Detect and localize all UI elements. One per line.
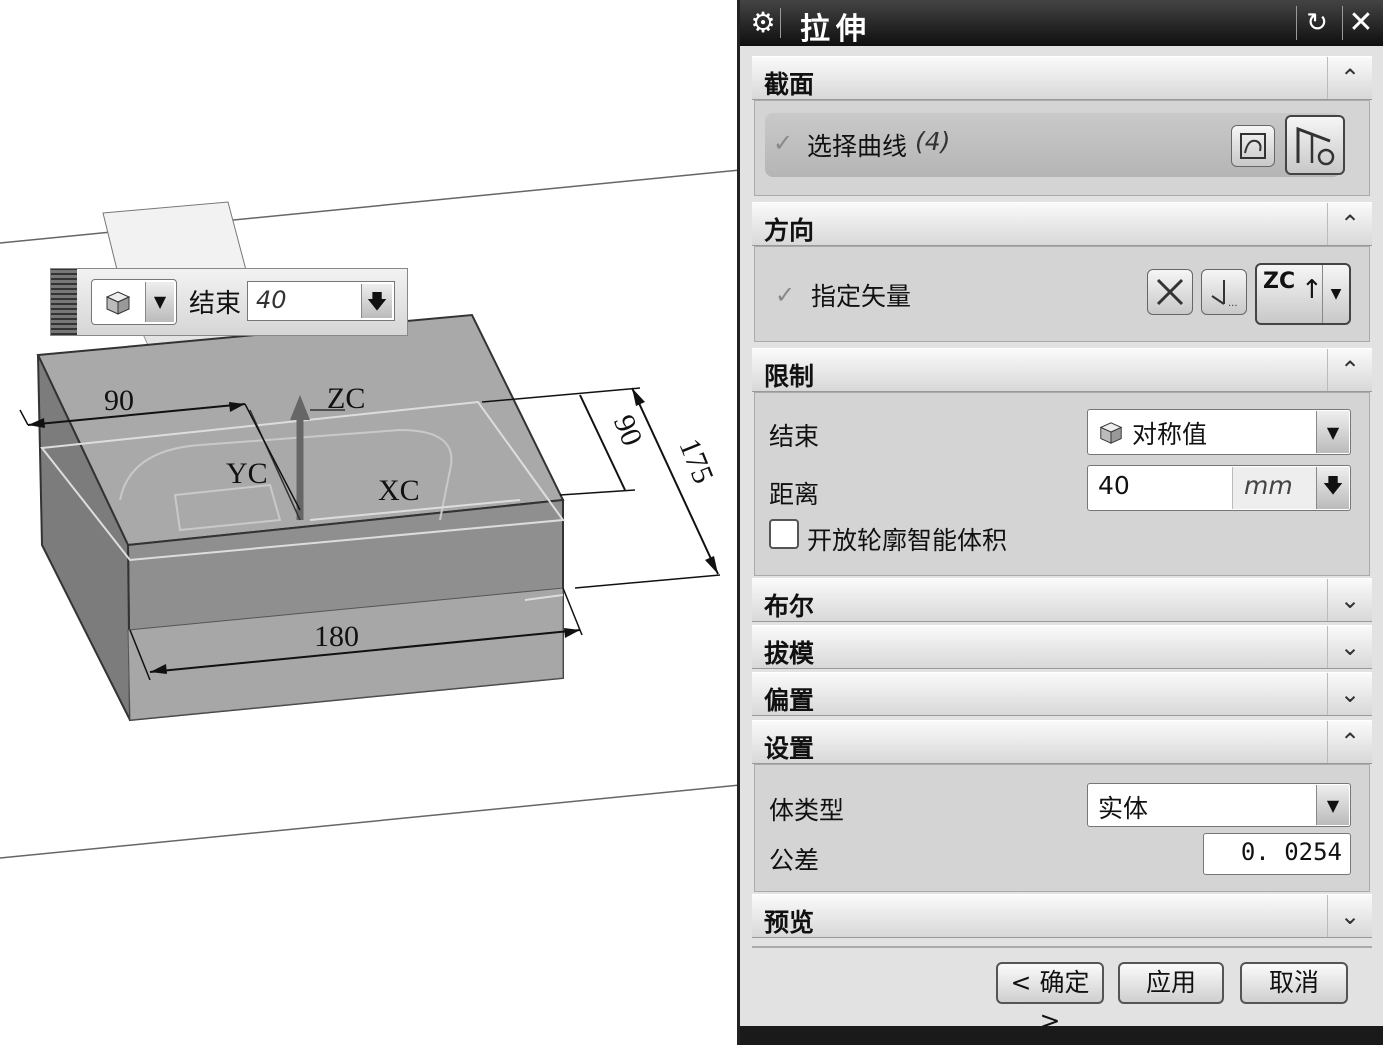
draft-label: 拔模: [764, 639, 815, 668]
chevron-down-icon[interactable]: ⌄: [1327, 673, 1372, 715]
end-type-dropdown[interactable]: ▼: [91, 279, 177, 325]
mini-end-value: 40: [256, 286, 287, 314]
distance-label: 距离: [769, 480, 820, 509]
dim-180: 180: [314, 620, 359, 653]
gear-icon[interactable]: ⚙: [746, 8, 781, 38]
select-curve-row[interactable]: ✓ 选择曲线 (4): [765, 113, 1345, 177]
cube-icon: [105, 291, 131, 315]
dim-90-right: 90: [607, 410, 649, 450]
chevron-up-icon[interactable]: ⌃: [1327, 349, 1372, 391]
dialog-title: 拉伸: [800, 12, 872, 47]
chevron-up-icon[interactable]: ⌃: [1327, 721, 1372, 763]
screen-input-toolbar: ▼ 结束 40 🡇: [50, 268, 408, 336]
section-header-boolean[interactable]: 布尔 ⌄: [752, 578, 1372, 622]
direction-label: 方向: [764, 216, 815, 245]
chevron-down-icon[interactable]: ▼: [1316, 785, 1349, 825]
chevron-down-icon[interactable]: ⌄: [1327, 626, 1372, 668]
axis-xc-label: XC: [378, 474, 420, 507]
select-curve-count: (4): [915, 127, 951, 156]
boolean-label: 布尔: [764, 592, 815, 621]
section-label: 截面: [764, 70, 815, 99]
section-header-settings[interactable]: 设置 ⌃: [752, 720, 1372, 764]
value-menu-button[interactable]: 🡇: [1316, 467, 1349, 509]
section-header-offset[interactable]: 偏置 ⌄: [752, 672, 1372, 716]
dim-90-top: 90: [104, 384, 134, 417]
checkmark-icon: ✓: [773, 129, 794, 157]
settings-body: 体类型 实体 ▼ 公差 0. 0254: [754, 764, 1370, 892]
body-type-select[interactable]: 实体 ▼: [1087, 783, 1351, 827]
distance-value: 40: [1098, 471, 1130, 500]
vector-dialog-icon[interactable]: ...: [1201, 269, 1247, 315]
reverse-direction-icon[interactable]: [1147, 269, 1193, 315]
end-type-value: 对称值: [1132, 420, 1208, 449]
drag-handle[interactable]: [51, 269, 77, 335]
section-header-preview[interactable]: 预览 ⌄: [752, 894, 1372, 938]
chevron-up-icon[interactable]: ⌃: [1327, 57, 1372, 99]
cube-icon: [1099, 422, 1123, 444]
apply-button[interactable]: 应用: [1118, 962, 1224, 1004]
dim-175: 175: [673, 434, 720, 488]
chevron-down-icon[interactable]: ▼: [145, 282, 174, 322]
mini-end-label: 结束: [189, 289, 242, 319]
tolerance-input[interactable]: 0. 0254: [1203, 833, 1351, 875]
vector-type-value: ZC: [1263, 269, 1296, 294]
chevron-down-icon[interactable]: ▼: [1322, 265, 1349, 323]
open-profile-label: 开放轮廓智能体积: [807, 526, 1008, 555]
chevron-up-icon[interactable]: ⌃: [1327, 203, 1372, 245]
chevron-down-icon[interactable]: ⌄: [1327, 895, 1372, 937]
section-header-direction[interactable]: 方向 ⌃: [752, 202, 1372, 246]
open-profile-checkbox[interactable]: [769, 519, 799, 549]
specify-vector-label: 指定矢量: [811, 282, 912, 311]
sketch-icon[interactable]: [1285, 115, 1345, 175]
ok-button[interactable]: < 确定 >: [996, 962, 1104, 1035]
section-header-draft[interactable]: 拔模 ⌄: [752, 625, 1372, 669]
distance-unit: mm: [1244, 471, 1293, 500]
mini-end-value-input[interactable]: 40 🡇: [247, 281, 395, 321]
axis-zc-label: ZC: [327, 382, 365, 415]
cancel-button[interactable]: 取消: [1240, 962, 1348, 1004]
offset-label: 偏置: [764, 686, 815, 715]
tolerance-label: 公差: [769, 846, 820, 875]
body-type-label: 体类型: [769, 796, 845, 825]
limits-label: 限制: [764, 362, 815, 391]
vector-type-dropdown[interactable]: ZC ↑ ▼: [1255, 263, 1351, 325]
model-view: 90 90 175 180 ZC YC XC: [0, 169, 740, 859]
section-body: ✓ 选择曲线 (4): [754, 100, 1370, 196]
checkmark-icon: ✓: [775, 281, 796, 309]
distance-input[interactable]: 40 mm 🡇: [1087, 465, 1351, 511]
extrude-dialog: ⚙ 拉伸 ↻ ✕ 截面 ⌃ ✓ 选择曲线 (4) 方向 ⌃ ✓ 指定矢量: [737, 0, 1383, 1045]
end-type-select[interactable]: 对称值 ▼: [1087, 409, 1351, 455]
curve-select-icon[interactable]: [1231, 125, 1275, 167]
reset-icon[interactable]: ↻: [1296, 6, 1337, 40]
svg-text:...: ...: [1228, 298, 1238, 309]
body-type-value: 实体: [1098, 794, 1149, 823]
close-icon[interactable]: ✕: [1342, 6, 1379, 40]
select-curve-label: 选择曲线: [807, 132, 908, 161]
direction-body: ✓ 指定矢量 ... ZC ↑ ▼: [754, 246, 1370, 342]
chevron-down-icon[interactable]: ▼: [1316, 411, 1349, 453]
section-header-section[interactable]: 截面 ⌃: [752, 56, 1372, 100]
axis-yc-label: YC: [226, 457, 268, 490]
preview-label: 预览: [764, 908, 815, 937]
settings-label: 设置: [764, 734, 815, 763]
dialog-titlebar[interactable]: ⚙ 拉伸 ↻ ✕: [740, 0, 1383, 47]
graphics-viewport[interactable]: 90 90 175 180 ZC YC XC ▼ 结束 40 🡇: [0, 0, 740, 1045]
tolerance-value: 0. 0254: [1240, 838, 1342, 866]
limits-body: 结束 对称值 ▼ 距离 40 mm 🡇 开放轮廓智能体积: [754, 392, 1370, 576]
chevron-down-icon[interactable]: ⌄: [1327, 579, 1372, 621]
end-label: 结束: [769, 422, 820, 451]
value-menu-button[interactable]: 🡇: [361, 284, 392, 318]
section-header-limits[interactable]: 限制 ⌃: [752, 348, 1372, 392]
